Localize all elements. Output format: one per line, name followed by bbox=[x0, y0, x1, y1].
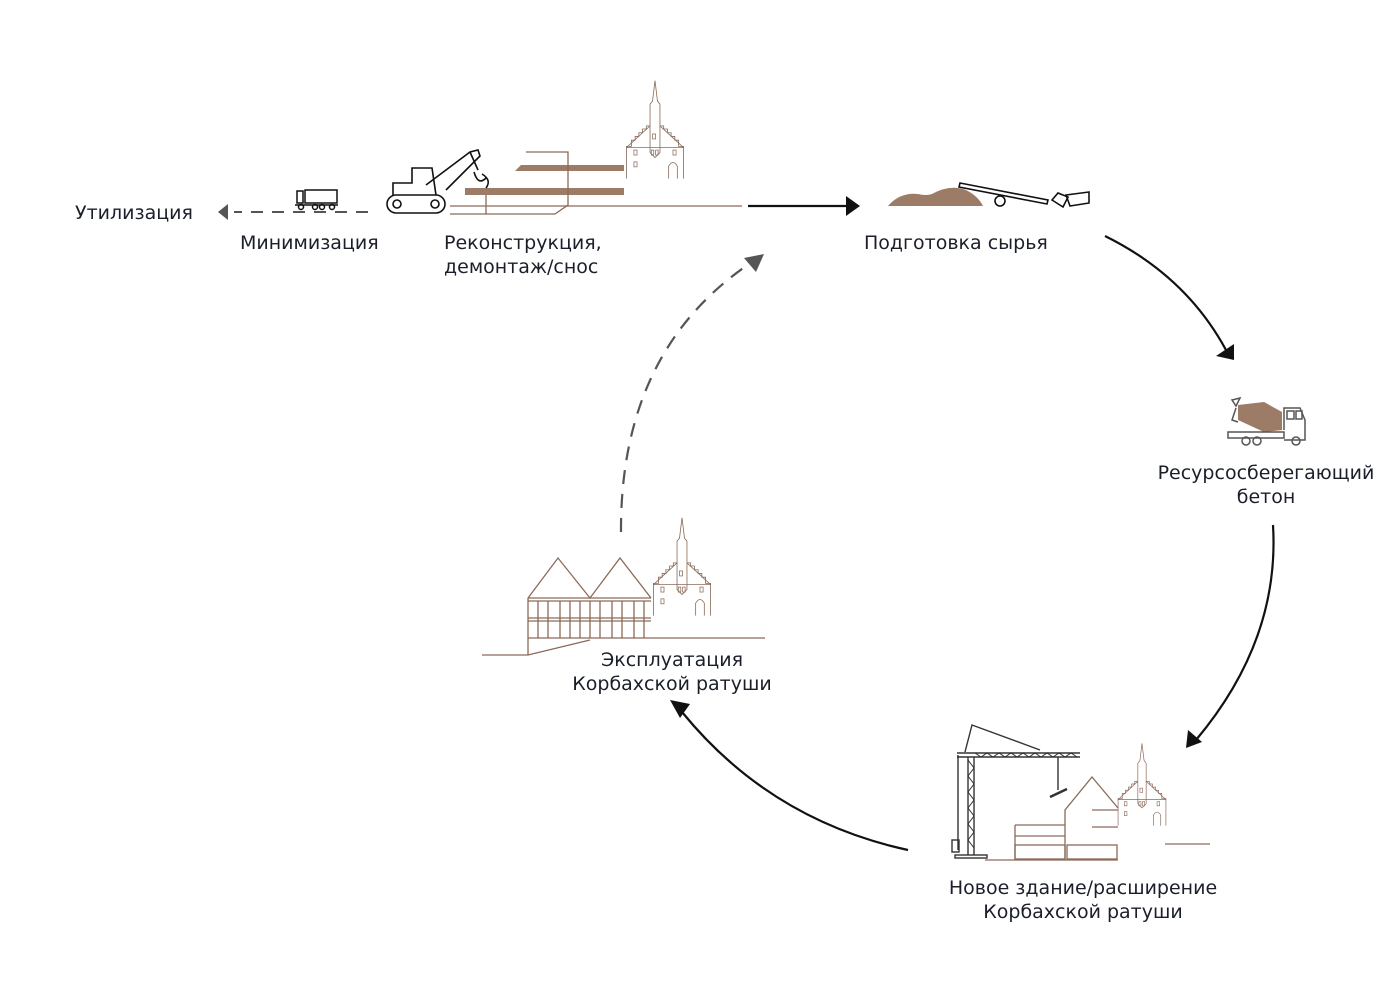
material-pile-icon bbox=[888, 187, 983, 206]
label-new-building-line2: Корбахской ратуши bbox=[983, 901, 1183, 923]
reconstruction-scene bbox=[450, 80, 742, 215]
arrow-raw-to-concrete bbox=[1104, 235, 1234, 360]
arrow-operation-to-reconstruction bbox=[619, 254, 764, 533]
conveyor-icon bbox=[958, 182, 1090, 209]
arrow-reconstruction-to-raw bbox=[748, 196, 860, 216]
truck-icon bbox=[295, 189, 338, 211]
arrow-concrete-to-new bbox=[1186, 524, 1275, 748]
label-reconstruction-line1: Реконструкция, bbox=[444, 232, 602, 254]
new-extension-building bbox=[985, 775, 1210, 861]
label-reconstruction-line2: демонтаж/снос bbox=[444, 256, 599, 278]
tower-crane-icon bbox=[951, 724, 1080, 859]
label-new-building: Новое здание/расширение Корбахской ратуш… bbox=[930, 876, 1236, 924]
label-concrete-line2: бетон bbox=[1236, 486, 1296, 508]
label-operation-line1: Эксплуатация bbox=[600, 649, 744, 671]
label-operation: Эксплуатация Корбахской ратуши bbox=[556, 648, 788, 696]
slab-upper bbox=[515, 165, 624, 171]
label-operation-line2: Корбахской ратуши bbox=[572, 673, 772, 695]
town-hall-icon bbox=[625, 80, 685, 180]
demolished-outline bbox=[450, 151, 569, 215]
town-hall-icon bbox=[652, 517, 712, 617]
town-hall-icon bbox=[1117, 742, 1167, 827]
operating-town-hall-complex bbox=[482, 556, 765, 656]
arrow-to-disposal bbox=[218, 204, 368, 220]
label-reconstruction: Реконструкция, демонтаж/снос bbox=[444, 231, 602, 279]
label-concrete: Ресурсосберегающий бетон bbox=[1146, 461, 1386, 509]
concrete-mixer-truck-icon bbox=[1227, 396, 1306, 446]
excavator-icon bbox=[386, 149, 490, 214]
label-concrete-line1: Ресурсосберегающий bbox=[1157, 462, 1375, 484]
arrow-new-to-operation bbox=[670, 700, 909, 852]
slab-lower bbox=[465, 188, 624, 195]
label-minimization: Минимизация bbox=[240, 232, 379, 254]
label-disposal: Утилизация bbox=[75, 202, 193, 224]
label-new-building-line1: Новое здание/расширение bbox=[948, 877, 1218, 899]
label-raw-material: Подготовка сырья bbox=[864, 232, 1048, 254]
